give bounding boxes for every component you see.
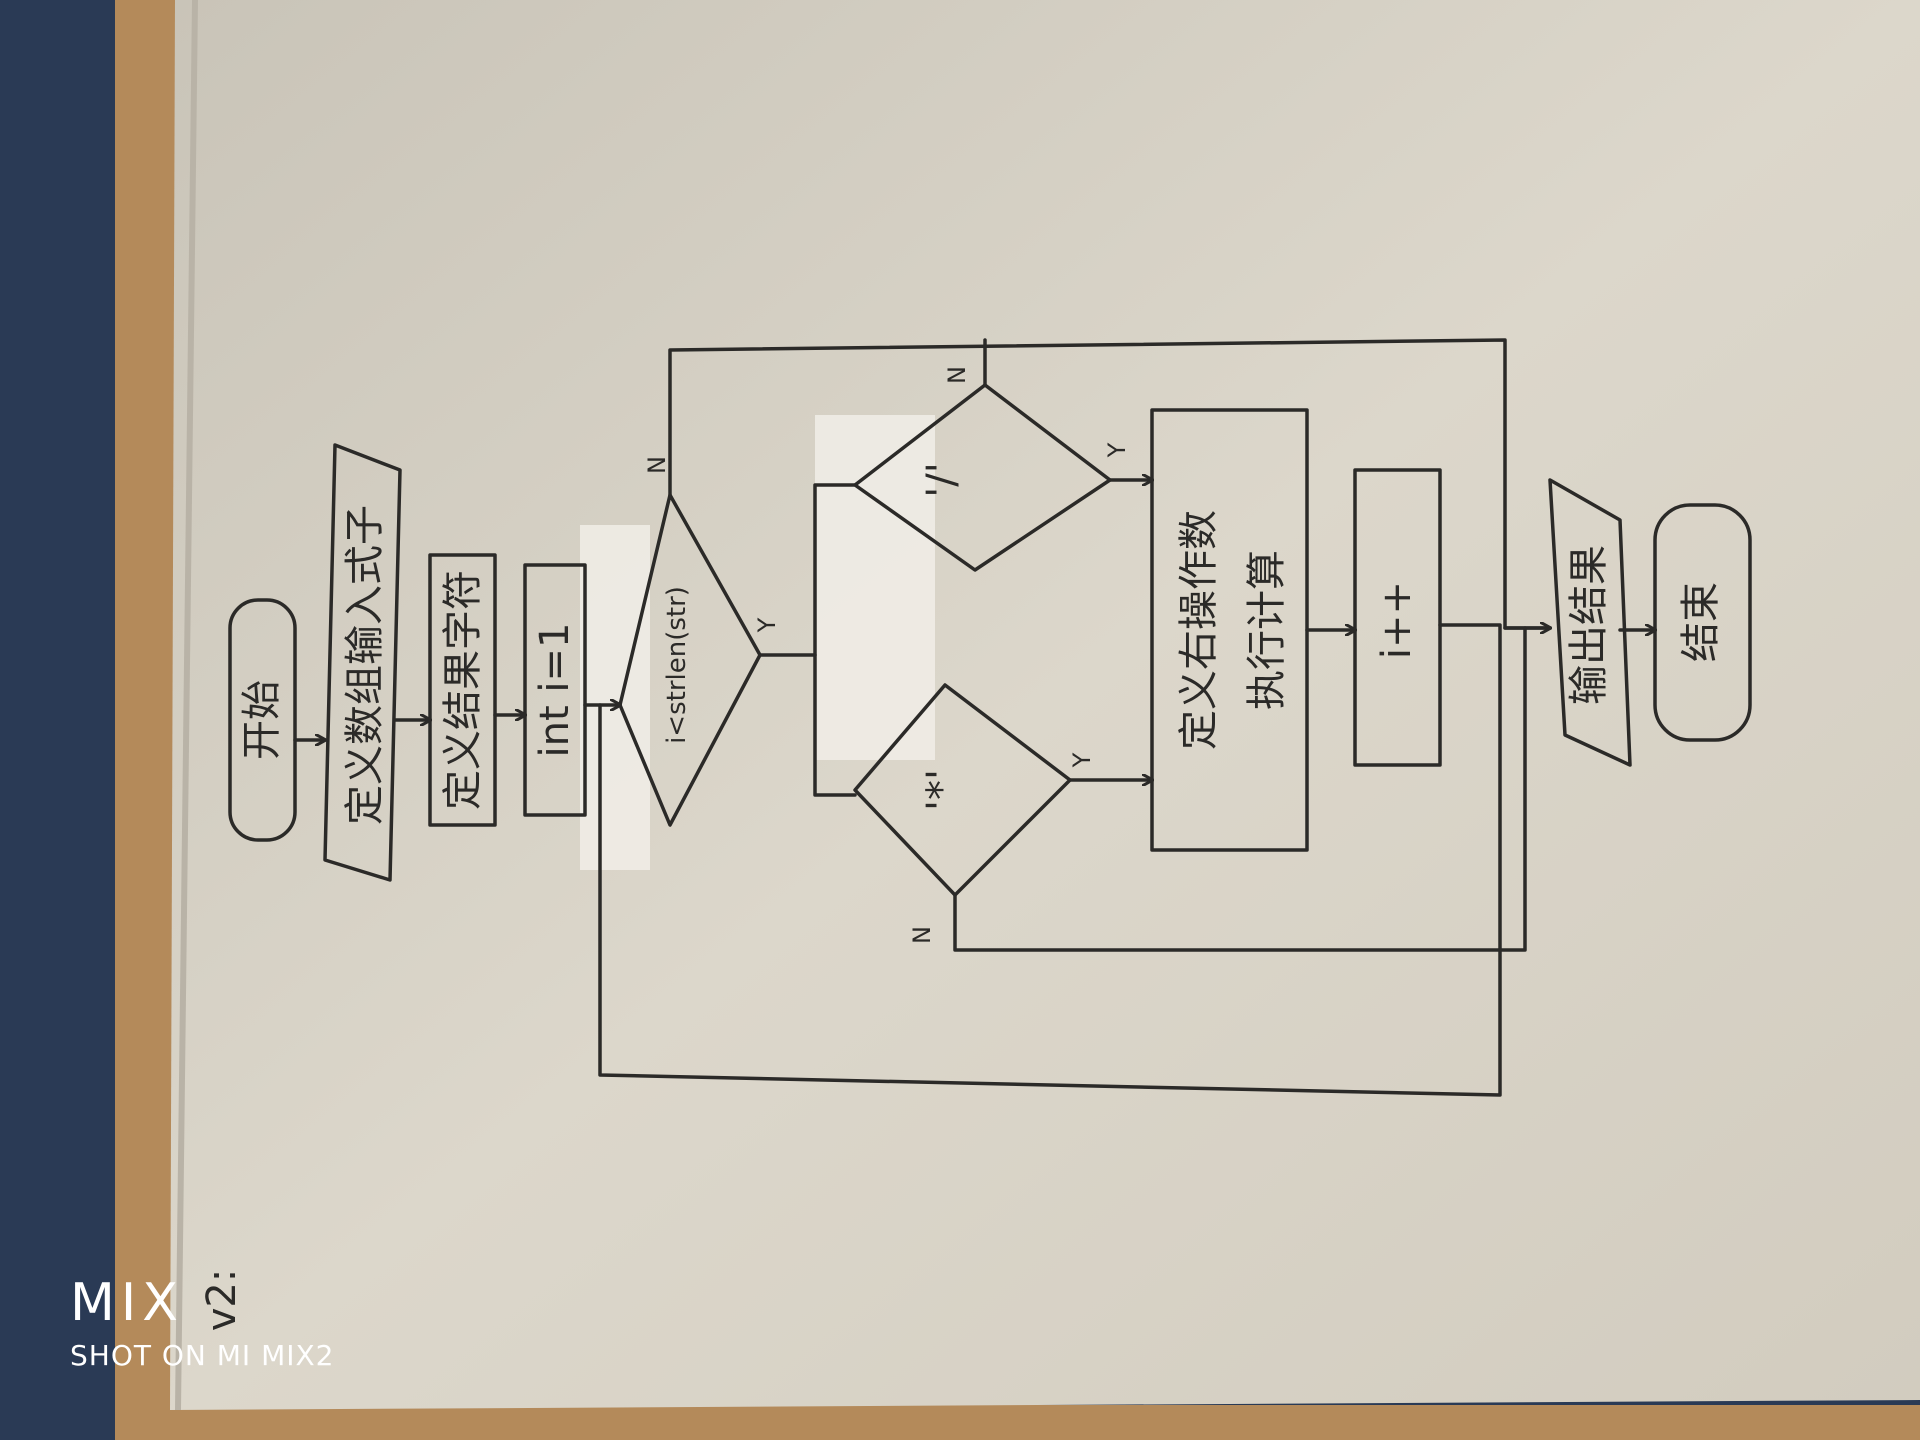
mul-yes-label: Y xyxy=(1068,752,1096,768)
paper-sheet xyxy=(170,0,1920,1410)
div-no-label: N xyxy=(943,366,971,384)
define-result-node xyxy=(428,553,497,827)
output-node xyxy=(1548,478,1632,767)
start-label: 开始 xyxy=(239,680,285,760)
loop-cond-node xyxy=(618,493,762,827)
correction-patch xyxy=(815,415,935,760)
div-yes-label: Y xyxy=(1103,442,1131,458)
loop-no-label: N xyxy=(643,456,671,474)
init-i-label: int i=1 xyxy=(532,623,578,758)
paper-fold xyxy=(175,0,198,1411)
mul-no-label: N xyxy=(908,926,936,944)
is-mul-label: '*' xyxy=(919,769,965,811)
increment-node xyxy=(1353,468,1442,767)
output-label: 输出结果 xyxy=(1566,545,1612,705)
is-div-label: '/' xyxy=(919,462,965,497)
mul-no-line xyxy=(953,626,1527,952)
watermark-brand: MIX xyxy=(70,1273,184,1333)
compute-label-2: 执行计算 xyxy=(1244,550,1290,710)
margin-note: v2: xyxy=(199,1269,245,1332)
increment-label: i++ xyxy=(1374,581,1420,659)
end-node xyxy=(1653,503,1752,742)
is-div-node xyxy=(853,383,1112,572)
cond-yes-line xyxy=(758,483,857,657)
end-label: 结束 xyxy=(1678,582,1724,662)
correction-patch xyxy=(580,525,650,870)
compute-label-1: 定义右操作数 xyxy=(1176,510,1222,750)
define-input-node xyxy=(323,443,402,882)
loop-yes-label: Y xyxy=(753,617,781,633)
watermark-caption: SHOT ON MI MIX2 xyxy=(70,1339,334,1372)
desk-bottom xyxy=(160,1405,1920,1440)
define-result-label: 定义结果字符 xyxy=(440,570,486,810)
define-input-label: 定义数组输入式子 xyxy=(342,505,388,825)
start-node xyxy=(228,598,297,842)
cond-yes-mul-line xyxy=(813,653,857,797)
init-i-node xyxy=(523,563,587,817)
loop-back-line xyxy=(598,623,1502,1097)
loop-cond-label: i<strlen(str) xyxy=(662,586,692,744)
